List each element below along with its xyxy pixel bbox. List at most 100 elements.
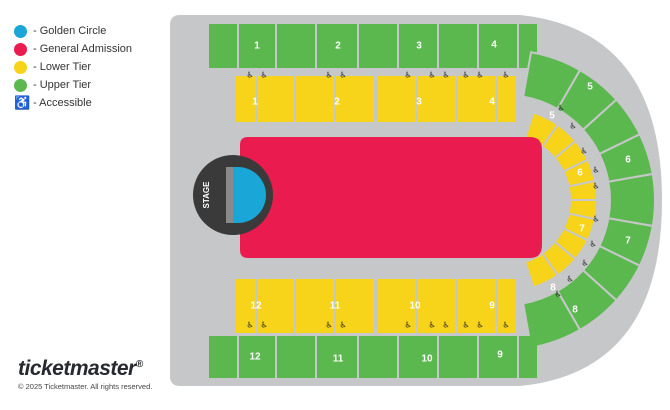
lower-bottom-section-block[interactable]: [336, 279, 374, 333]
legend-accessible-label: - Accessible: [33, 97, 92, 109]
legend-lower-tier: - Lower Tier: [14, 58, 132, 76]
lower-top-section-2-label: 2: [334, 97, 340, 108]
wheelchair-icon: ♿: [476, 321, 483, 330]
legend-general-admission: - General Admission: [14, 40, 132, 58]
upper-top-section-block[interactable]: [209, 24, 237, 68]
upper-bottom-section-block[interactable]: [399, 336, 437, 378]
wheelchair-icon: ♿: [462, 71, 469, 80]
lower-right-block[interactable]: [523, 251, 560, 289]
legend-upper-tier-label: - Upper Tier: [33, 79, 92, 91]
upper-bottom-section-block[interactable]: [479, 336, 517, 378]
lower-right-section-6-label: 6: [577, 168, 583, 179]
upper-bottom-section-block[interactable]: [317, 336, 357, 378]
golden-circle[interactable]: [231, 167, 266, 223]
lower-top-section-1-label: 1: [252, 97, 258, 108]
upper-bottom-section-block[interactable]: [519, 336, 537, 378]
legend-accessible: ♿ - Accessible: [14, 94, 132, 112]
wheelchair-icon: ♿: [502, 321, 509, 330]
upper-bottom-section-block[interactable]: [239, 336, 275, 378]
legend-upper-tier: - Upper Tier: [14, 76, 132, 94]
stage-walkway: [226, 167, 233, 223]
brand: ticketmaster® © 2025 Ticketmaster. All r…: [18, 357, 152, 391]
upper-right-section-5-label: 5: [587, 82, 593, 93]
lower-right-section-5-label: 5: [549, 111, 555, 122]
upper-top-section-block[interactable]: [277, 24, 315, 68]
upper-tier-right: 5 6 7 8: [522, 51, 656, 349]
upper-bottom-section-block[interactable]: [209, 336, 237, 378]
upper-right-section-7-label: 7: [625, 236, 631, 247]
general-admission-floor[interactable]: [240, 137, 542, 258]
wheelchair-icon: ♿: [14, 95, 31, 110]
wheelchair-icon: ♿: [404, 321, 411, 330]
wheelchair-icon: ♿: [404, 71, 411, 80]
wheelchair-icon: ♿: [442, 71, 449, 80]
general-admission-swatch: [14, 42, 27, 56]
upper-right-block[interactable]: [607, 172, 656, 228]
wheelchair-icon: ♿: [428, 71, 435, 80]
legend-general-admission-label: - General Admission: [33, 43, 133, 55]
lower-top-section-3-label: 3: [416, 97, 422, 108]
lower-top-section-block[interactable]: [498, 76, 516, 122]
wheelchair-icon: ♿: [325, 71, 332, 80]
upper-top-section-block[interactable]: [239, 24, 275, 68]
upper-right-block[interactable]: [522, 289, 582, 349]
upper-top-section-block[interactable]: [439, 24, 477, 68]
wheelchair-icon: ♿: [589, 240, 596, 249]
brand-name: ticketmaster: [18, 357, 136, 380]
lower-top-section-block[interactable]: [458, 76, 496, 122]
upper-bottom-section-block[interactable]: [277, 336, 315, 378]
upper-top-section-3-label: 3: [416, 41, 422, 52]
lower-bottom-section-block[interactable]: [418, 279, 456, 333]
upper-top-section-block[interactable]: [359, 24, 397, 68]
ticketmaster-logo: ticketmaster®: [18, 357, 152, 381]
stage-label: STAGE: [202, 181, 211, 209]
legend-golden-circle-label: - Golden Circle: [33, 25, 107, 37]
lower-top-section-block[interactable]: [296, 76, 334, 122]
upper-bottom-section-9-label: 9: [497, 350, 503, 361]
wheelchair-icon: ♿: [339, 71, 346, 80]
upper-top-section-block[interactable]: [399, 24, 437, 68]
lower-top-section-block[interactable]: [236, 76, 256, 122]
wheelchair-icon: ♿: [246, 321, 253, 330]
lower-top-section-block[interactable]: [258, 76, 294, 122]
lower-bottom-section-block[interactable]: [498, 279, 516, 333]
wheelchair-icon: ♿: [592, 215, 599, 224]
wheelchair-icon: ♿: [442, 321, 449, 330]
wheelchair-icon: ♿: [580, 147, 587, 156]
lower-bottom-section-11-label: 11: [330, 301, 341, 312]
copyright: © 2025 Ticketmaster. All rights reserved…: [18, 382, 153, 391]
upper-tier-swatch: [14, 78, 27, 92]
lower-bottom-section-block[interactable]: [236, 279, 256, 333]
wheelchair-icon: ♿: [569, 122, 576, 131]
upper-bottom-section-11-label: 11: [333, 354, 344, 365]
upper-top-section-4-label: 4: [491, 40, 497, 51]
lower-bottom-section-block[interactable]: [258, 279, 294, 333]
lower-right-section-8-label: 8: [550, 283, 556, 294]
wheelchair-icon: ♿: [476, 71, 483, 80]
brand-reg: ®: [135, 359, 143, 370]
upper-top-section-block[interactable]: [317, 24, 357, 68]
legend-lower-tier-label: - Lower Tier: [33, 61, 92, 73]
upper-top-section-block[interactable]: [479, 24, 517, 68]
upper-bottom-section-block[interactable]: [439, 336, 477, 378]
lower-top-section-block[interactable]: [418, 76, 456, 122]
wheelchair-icon: ♿: [502, 71, 509, 80]
lower-bottom-section-block[interactable]: [296, 279, 334, 333]
lower-top-section-block[interactable]: [378, 76, 416, 122]
wheelchair-icon: ♿: [260, 321, 267, 330]
wheelchair-icon: ♿: [581, 259, 588, 268]
lower-bottom-section-block[interactable]: [378, 279, 416, 333]
lower-bottom-section-block[interactable]: [458, 279, 496, 333]
upper-bottom-section-block[interactable]: [359, 336, 397, 378]
wheelchair-icon: ♿: [554, 290, 561, 299]
upper-right-section-8-label: 8: [572, 305, 578, 316]
wheelchair-icon: ♿: [566, 275, 573, 284]
upper-bottom-section-10-label: 10: [421, 354, 433, 365]
lower-top-section-block[interactable]: [336, 76, 374, 122]
wheelchair-icon: ♿: [260, 71, 267, 80]
legend-golden-circle: - Golden Circle: [14, 22, 132, 40]
